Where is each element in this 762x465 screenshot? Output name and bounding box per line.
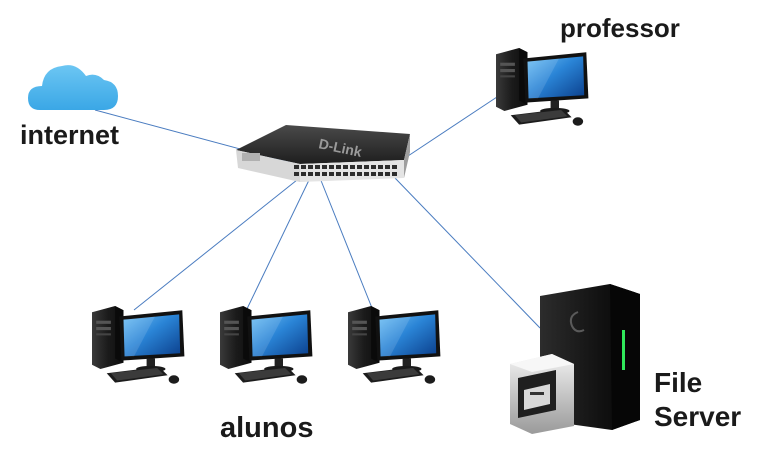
professor-computer-icon [496,48,589,126]
link-student2-switch [244,177,311,314]
student-computer-icon [220,306,313,384]
network-switch-icon: D-Link [236,125,410,182]
internet-label: internet [20,120,120,150]
student-computer-icon [348,306,441,384]
professor-label: professor [560,13,680,43]
file-server-label: File Server [654,366,741,434]
student-computer-icon [92,306,185,384]
file-server-label-line2: Server [654,401,742,432]
link-fileserver-switch [394,177,541,329]
file-server-label-line1: File [654,367,703,398]
cloud-icon [28,65,118,110]
file-server-icon [510,284,640,434]
link-professor-switch [407,94,501,157]
link-student3-switch [319,177,375,314]
link-student1-switch [133,175,303,311]
students-label: alunos [220,412,314,444]
